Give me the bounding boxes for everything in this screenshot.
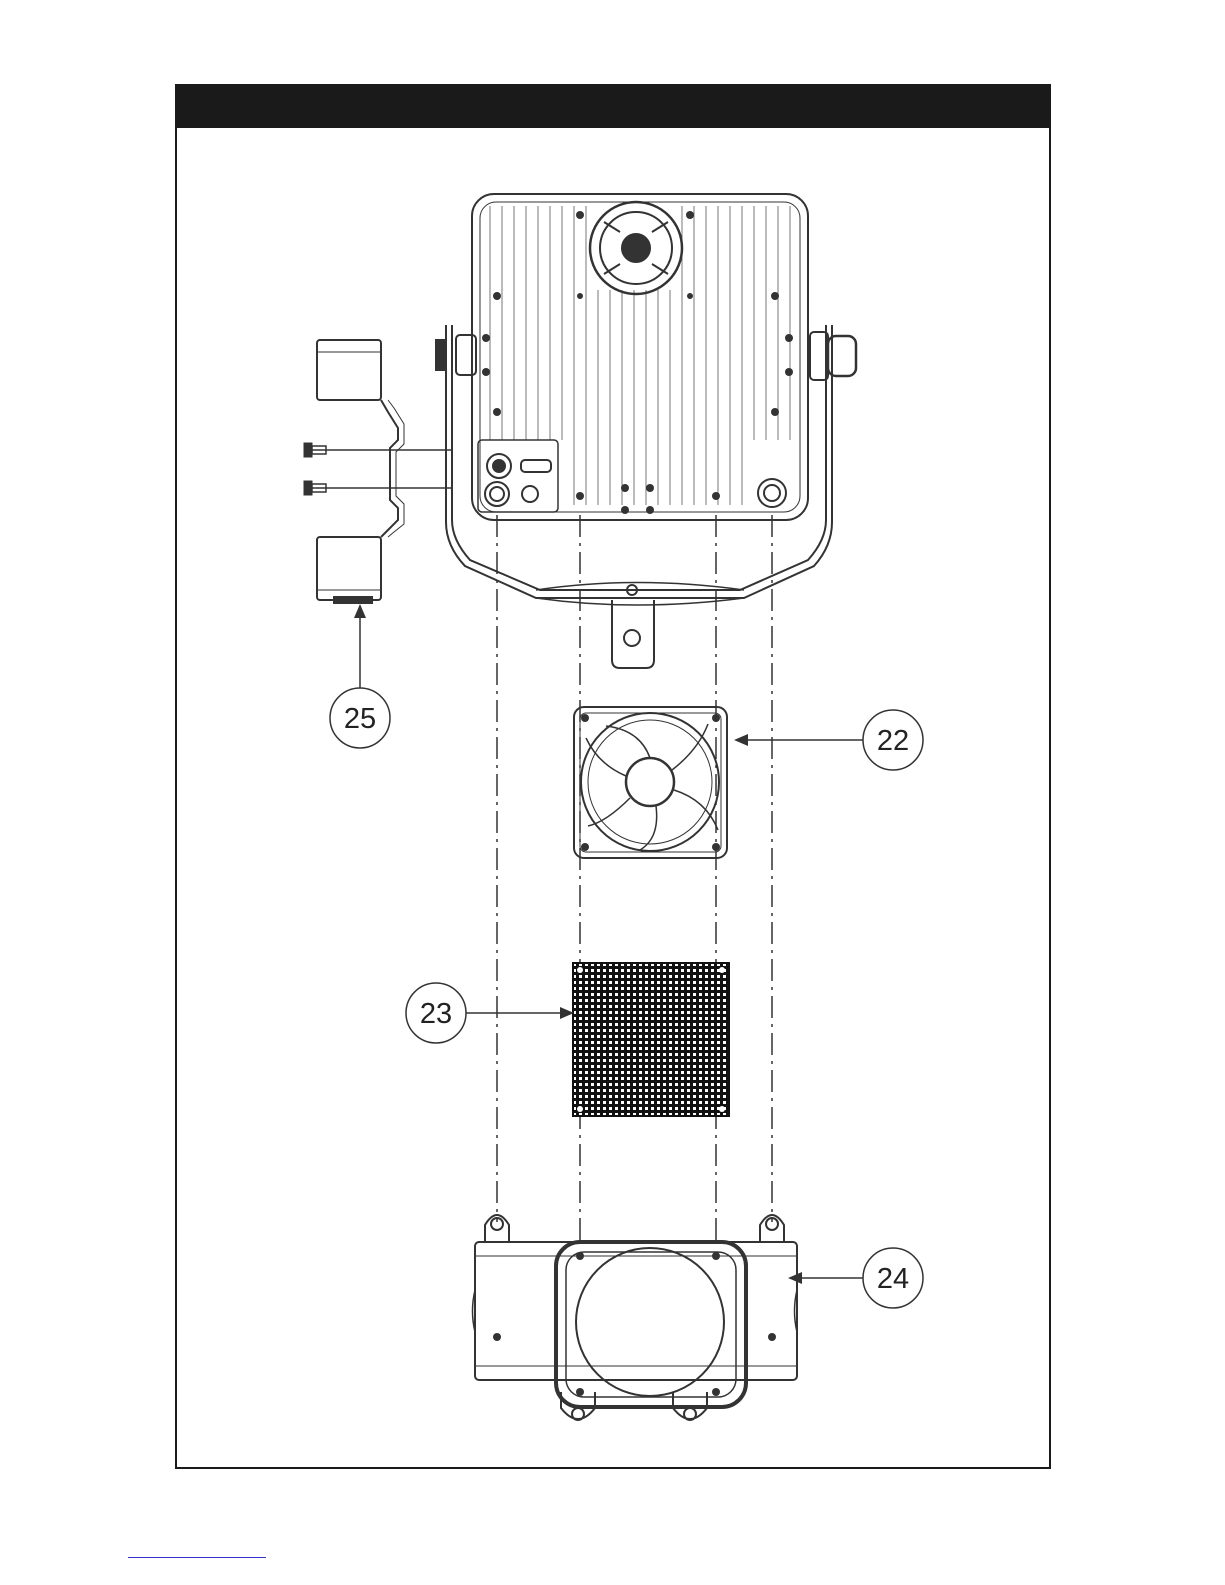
callout-label-23: 23 xyxy=(420,998,452,1030)
clamp-bracket xyxy=(317,340,404,603)
fan xyxy=(574,707,727,858)
mesh-grille xyxy=(573,963,729,1116)
callout-label-25: 25 xyxy=(344,703,376,735)
callout-23: 23 xyxy=(406,983,574,1043)
callout-25: 25 xyxy=(330,604,390,748)
bolt-upper xyxy=(304,443,452,457)
bolt-lower xyxy=(304,481,452,495)
guide-lines xyxy=(497,515,772,1240)
fixture-rear-body xyxy=(472,194,808,520)
rear-cover-plate xyxy=(473,1215,798,1420)
callout-label-24: 24 xyxy=(877,1263,909,1295)
footer-rule xyxy=(128,1557,266,1558)
callout-label-22: 22 xyxy=(877,725,909,757)
callout-22: 22 xyxy=(734,710,923,770)
callout-24: 24 xyxy=(788,1248,923,1308)
